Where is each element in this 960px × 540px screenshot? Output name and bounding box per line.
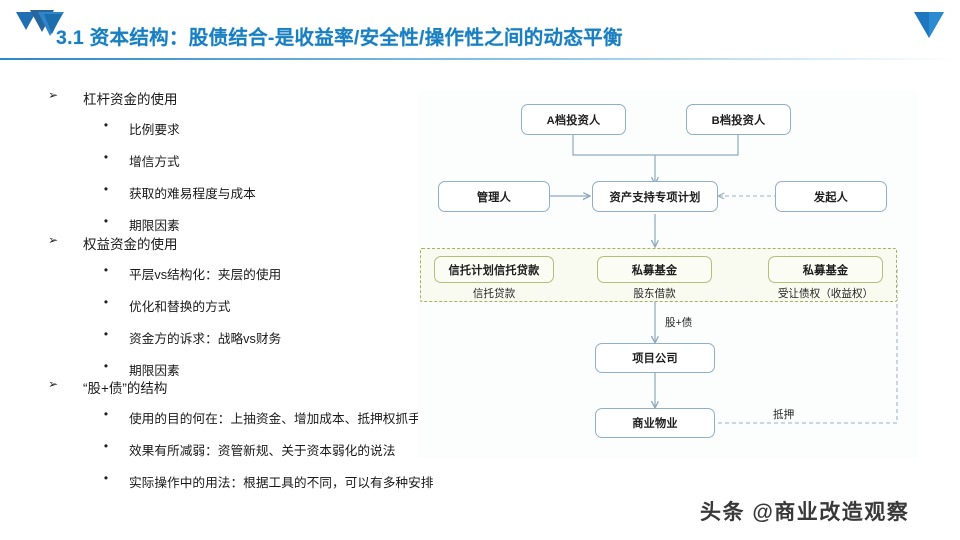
bullet-text: 效果有所减弱：资管新规、关于资本弱化的说法 bbox=[129, 444, 396, 458]
bullet-text: 权益资金的使用 bbox=[83, 237, 178, 252]
header-divider bbox=[0, 58, 960, 60]
bullet-marker-arrow: ➢ bbox=[48, 377, 59, 391]
edge-label-equity-debt: 股+债 bbox=[665, 317, 693, 329]
bullet-text: 增信方式 bbox=[129, 155, 180, 169]
triangle-cluster-logo-icon bbox=[16, 10, 64, 36]
edge-label-mortgage: 抵押 bbox=[773, 409, 795, 421]
bullet-marker-dot: • bbox=[103, 150, 109, 164]
node-investor-b[interactable]: B档投资人 bbox=[686, 104, 791, 135]
bullet-list: ➢ 杠杆资金的使用 • 比例要求 • 增信方式 • 获取的难易程度与成本 • 期… bbox=[0, 78, 434, 498]
page-title: 3.1 资本结构：股债结合-是收益率/安全性/操作性之间的动态平衡 bbox=[56, 27, 623, 49]
triangle-down-logo-icon bbox=[914, 12, 944, 38]
bullet-marker-dot: • bbox=[103, 295, 109, 309]
bullet-marker-dot: • bbox=[103, 439, 109, 453]
bullet-marker-dot: • bbox=[103, 359, 109, 373]
bullet-marker-dot: • bbox=[103, 182, 109, 196]
bullet-marker-arrow: ➢ bbox=[48, 233, 59, 247]
bullet-marker-dot: • bbox=[103, 327, 109, 341]
node-abs-plan[interactable]: 资产支持专项计划 bbox=[592, 181, 718, 212]
node-commercial-property[interactable]: 商业物业 bbox=[595, 408, 715, 438]
sublabel-credit-transfer: 受让债权（收益权） bbox=[777, 288, 874, 300]
node-pe-fund-1[interactable]: 私募基金 bbox=[597, 256, 712, 283]
node-trust-loan-plan[interactable]: 信托计划信托贷款 bbox=[434, 256, 554, 283]
sublabel-shareholder-loan: 股东借款 bbox=[633, 288, 676, 300]
bullet-marker-arrow: ➢ bbox=[48, 88, 59, 102]
bullet-text: 平层vs结构化：夹层的使用 bbox=[129, 268, 282, 282]
bullet-text: 使用的目的何在：上抽资金、增加成本、抵押权抓手 bbox=[129, 412, 421, 426]
bullet-text: 期限因素 bbox=[129, 219, 180, 233]
node-pe-fund-2[interactable]: 私募基金 bbox=[768, 256, 883, 283]
bullet-text: 优化和替换的方式 bbox=[129, 300, 231, 314]
bullet-marker-dot: • bbox=[103, 407, 109, 421]
bullet-text: 杠杆资金的使用 bbox=[83, 92, 178, 107]
bullet-marker-dot: • bbox=[103, 263, 109, 277]
structure-diagram: A档投资人 B档投资人 管理人 资产支持专项计划 发起人 信托计划信托贷款 私募… bbox=[418, 90, 918, 458]
bullet-marker-dot: • bbox=[103, 214, 109, 228]
watermark-text: 头条 @商业改造观察 bbox=[700, 501, 910, 524]
node-manager[interactable]: 管理人 bbox=[438, 181, 550, 212]
bullet-text: 资金方的诉求：战略vs财务 bbox=[129, 332, 282, 346]
bullet-marker-dot: • bbox=[103, 118, 109, 132]
bullet-text: “股+债”的结构 bbox=[83, 381, 168, 396]
node-investor-a[interactable]: A档投资人 bbox=[521, 104, 626, 135]
bullet-marker-dot: • bbox=[103, 471, 109, 485]
node-originator[interactable]: 发起人 bbox=[775, 181, 887, 212]
bullet-text: 获取的难易程度与成本 bbox=[129, 187, 256, 201]
bullet-text: 实际操作中的用法：根据工具的不同，可以有多种安排 bbox=[129, 476, 434, 490]
sublabel-trust-loan: 信托贷款 bbox=[472, 288, 516, 300]
bullet-text: 期限因素 bbox=[129, 364, 180, 378]
bullet-text: 比例要求 bbox=[129, 123, 180, 137]
node-project-company[interactable]: 项目公司 bbox=[595, 343, 715, 373]
diagram-connectors bbox=[550, 135, 898, 424]
